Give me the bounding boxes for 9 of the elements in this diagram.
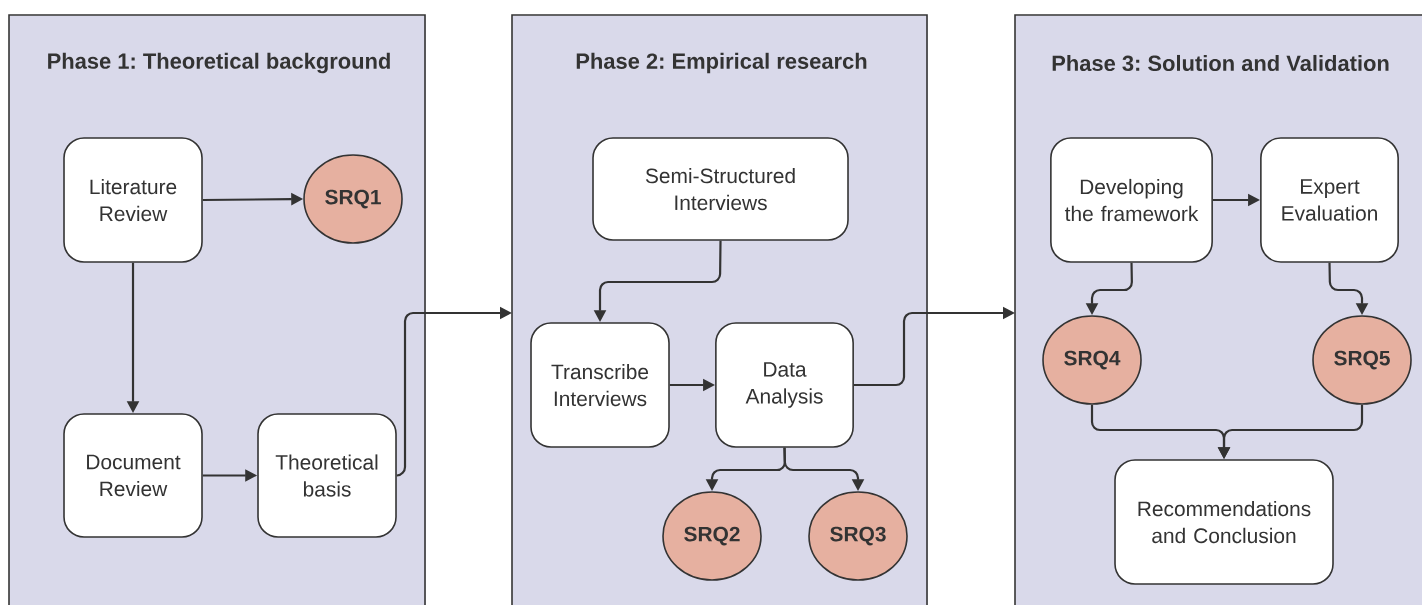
process-box: Document Review: [63, 413, 203, 538]
process-box: Theoretical basis: [257, 413, 397, 538]
process-box: Semi-Structured Interviews: [592, 137, 849, 241]
process-box: Expert Evaluation: [1260, 137, 1399, 263]
process-box: Data Analysis: [715, 322, 854, 448]
process-box: Transcribe Interviews: [530, 322, 670, 448]
process-box: Literature Review: [63, 137, 203, 263]
process-box: Developing the framework: [1050, 137, 1213, 263]
process-box: Recommendations and Conclusion: [1114, 459, 1334, 585]
